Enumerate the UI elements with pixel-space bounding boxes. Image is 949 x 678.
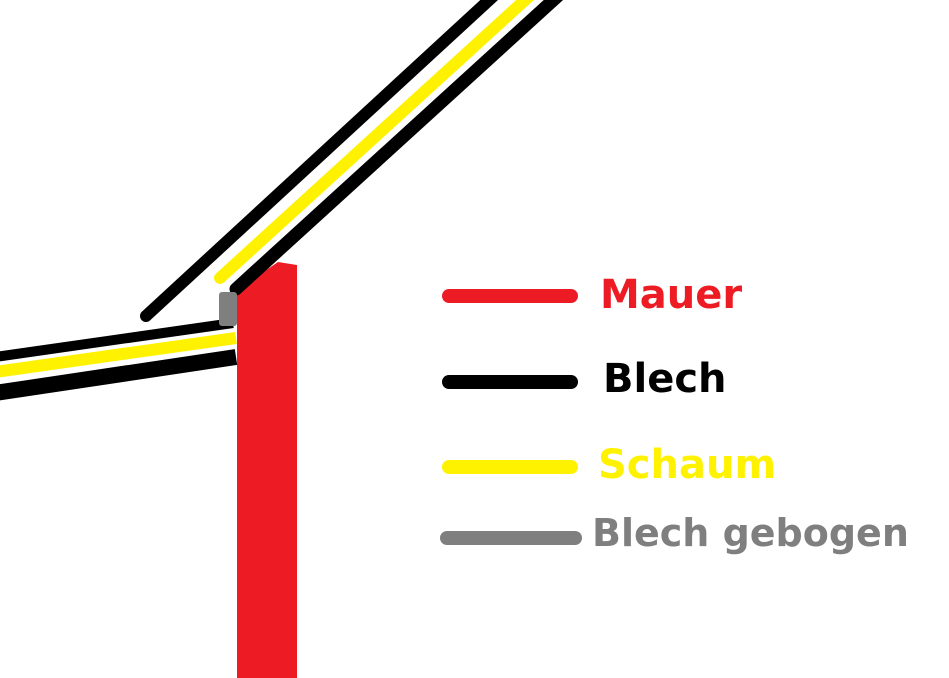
legend-item-foam: Schaum [438, 436, 949, 496]
legend-item-wall: Mauer [438, 266, 949, 326]
legend-swatch-foam [442, 460, 578, 474]
legend-label-sheet: Blech [603, 356, 727, 402]
legend-item-sheet-bent: Blech gebogen [438, 504, 949, 564]
legend-label-foam: Schaum [598, 442, 777, 488]
legend-label-wall: Mauer [600, 272, 743, 318]
legend-swatch-sheet-bent [440, 531, 582, 545]
upper-roof-sheet-bottom [229, 0, 564, 296]
bent-sheet-connector [219, 292, 237, 326]
legend-item-sheet: Blech [438, 350, 949, 410]
upper-roof-sheet-top [140, 0, 498, 322]
upper-roof-foam [214, 0, 534, 284]
lower-roof-sheet-top [0, 318, 234, 362]
lower-roof-foam [0, 332, 237, 378]
lower-roof-sheet-bottom [0, 349, 238, 401]
legend-swatch-sheet [442, 375, 578, 389]
legend-swatch-wall [442, 289, 578, 303]
legend-label-sheet-bent: Blech gebogen [592, 511, 909, 555]
wall-shape [237, 262, 297, 678]
